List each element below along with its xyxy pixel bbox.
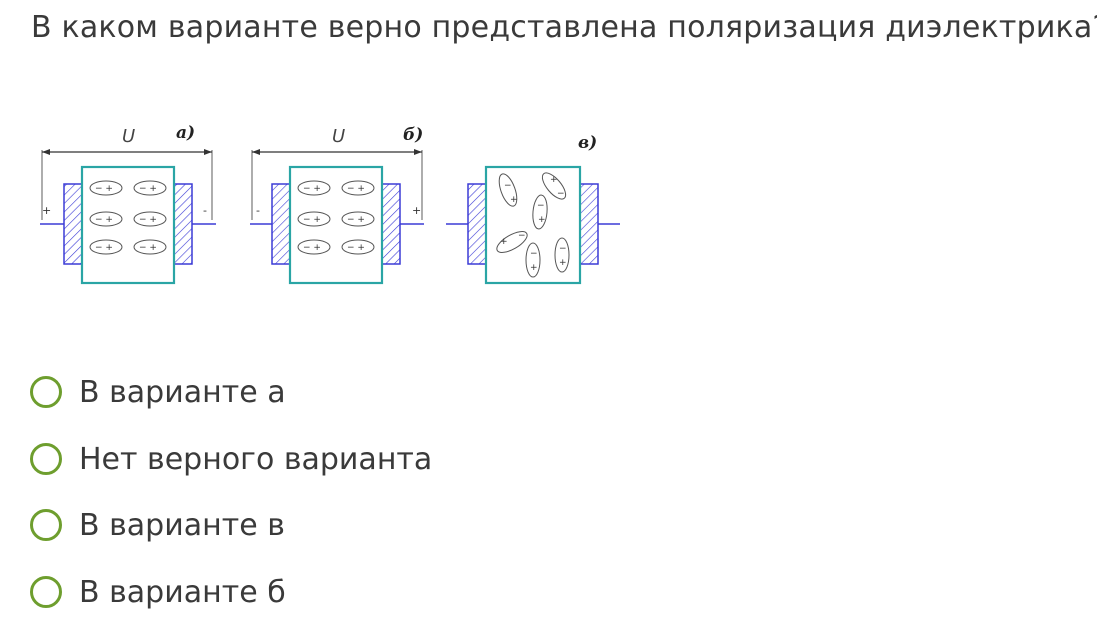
- option-label: Нет верного варианта: [79, 441, 433, 477]
- svg-text:− +: − +: [95, 215, 113, 225]
- panel-label: б): [403, 125, 423, 145]
- svg-text:−: −: [530, 249, 538, 259]
- svg-text:−: −: [518, 231, 526, 241]
- svg-text:+: +: [530, 263, 538, 273]
- svg-text:− +: − +: [347, 184, 365, 194]
- svg-text:− +: − +: [139, 243, 157, 253]
- option-variant-v[interactable]: В варианте в: [30, 503, 285, 547]
- svg-text:− +: − +: [139, 215, 157, 225]
- polarization-figure: U а) + - − +− + − +− + − +− + U б) - +: [40, 123, 620, 285]
- option-no-correct-variant[interactable]: Нет верного варианта: [30, 437, 432, 481]
- radio-button[interactable]: [30, 376, 62, 408]
- svg-text:+: +: [538, 215, 546, 225]
- option-label: В варианте б: [79, 574, 286, 610]
- svg-text:+: +: [550, 175, 558, 185]
- svg-text:− +: − +: [139, 184, 157, 194]
- panel-b: U б) - + − + − + − + − + − + − +: [250, 125, 424, 285]
- sign-right: -: [203, 204, 207, 217]
- sign-left: +: [42, 204, 51, 217]
- panel-label: в): [578, 133, 597, 153]
- question-text: В каком варианте верно представлена поля…: [31, 10, 1097, 45]
- voltage-label: U: [122, 126, 135, 147]
- svg-text:+: +: [559, 258, 567, 268]
- svg-text:− +: − +: [303, 215, 321, 225]
- svg-text:− +: − +: [95, 243, 113, 253]
- svg-text:− +: − +: [303, 184, 321, 194]
- option-label: В варианте а: [79, 374, 286, 410]
- svg-text:−: −: [537, 201, 545, 211]
- panel-a: U а) + - − + − + − + − + − + − +: [40, 123, 216, 285]
- svg-text:− +: − +: [95, 184, 113, 194]
- radio-button[interactable]: [30, 443, 62, 475]
- svg-text:− +: − +: [347, 215, 365, 225]
- option-variant-b[interactable]: В варианте б: [30, 570, 286, 614]
- svg-text:− +: − +: [347, 243, 365, 253]
- radio-button[interactable]: [30, 576, 62, 608]
- radio-button[interactable]: [30, 509, 62, 541]
- voltage-label: U: [332, 126, 345, 147]
- panel-c: в) −+ +− −+ +− −+ −+: [446, 133, 620, 285]
- svg-text:+: +: [510, 195, 518, 205]
- svg-text:−: −: [559, 244, 567, 254]
- svg-text:−: −: [504, 181, 512, 191]
- sign-right: +: [412, 204, 421, 217]
- panel-label: а): [176, 123, 195, 143]
- sign-left: -: [256, 204, 260, 217]
- option-label: В варианте в: [79, 507, 285, 543]
- option-variant-a[interactable]: В варианте а: [30, 370, 286, 414]
- svg-text:−: −: [557, 189, 565, 199]
- svg-text:− +: − +: [303, 243, 321, 253]
- svg-text:+: +: [500, 237, 508, 247]
